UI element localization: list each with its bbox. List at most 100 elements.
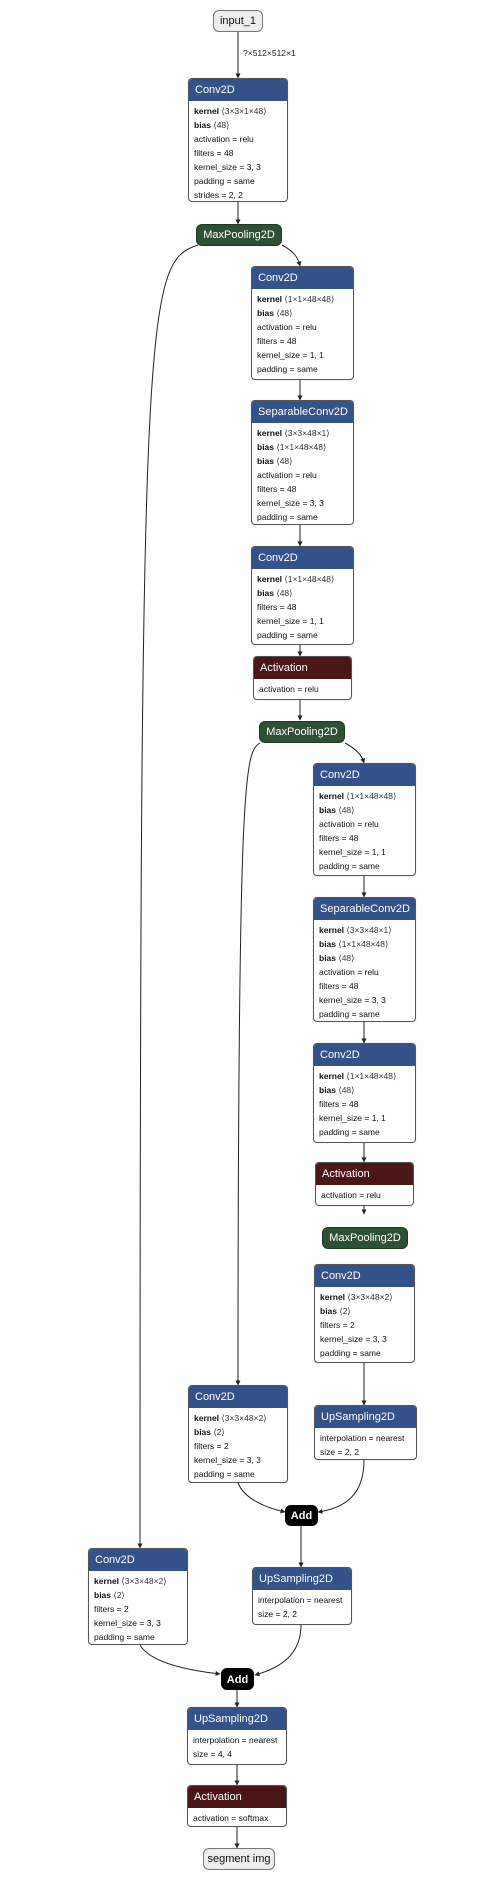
attr-key: activation xyxy=(193,1813,229,1823)
pool-label: MaxPooling2D xyxy=(329,1232,401,1244)
conv2d-node[interactable]: Conv2D kernel ⟨1×1×48×48⟩ bias ⟨48⟩ acti… xyxy=(251,266,354,380)
attr-key: kernel xyxy=(194,1413,220,1423)
conv2d-node[interactable]: Conv2D kernel ⟨3×3×48×2⟩ bias ⟨2⟩ filter… xyxy=(314,1264,415,1363)
attr-key: padding xyxy=(320,1348,351,1358)
maxpooling2d-node[interactable]: MaxPooling2D xyxy=(259,721,345,743)
activation-node[interactable]: Activation activation = softmax xyxy=(187,1785,287,1827)
attr-key: filters xyxy=(257,336,278,346)
attr-row: kernel ⟨3×3×48×1⟩ xyxy=(257,426,348,440)
attr-row: kernel ⟨1×1×48×48⟩ xyxy=(319,1069,410,1083)
attr-key: filters xyxy=(320,1320,341,1330)
attr-key: padding xyxy=(319,1127,350,1137)
node-attributes: kernel ⟨3×3×1×48⟩ bias ⟨48⟩ activation =… xyxy=(189,101,287,201)
node-attributes: kernel ⟨3×3×48×2⟩ bias ⟨2⟩ filters = 2 k… xyxy=(315,1287,414,1362)
attr-row: kernel_size = 3, 3 xyxy=(257,498,324,508)
activation-node[interactable]: Activation activation = relu xyxy=(253,656,352,700)
attr-key: bias xyxy=(194,120,212,130)
attr-key: activation xyxy=(257,470,293,480)
attr-key: padding xyxy=(194,1469,225,1479)
attr-row: size = 4, 4 xyxy=(193,1749,232,1759)
separableconv2d-node[interactable]: SeparableConv2D kernel ⟨3×3×48×1⟩ bias ⟨… xyxy=(313,897,416,1022)
input-label: input_1 xyxy=(219,15,257,27)
attr-value: 1, 1 xyxy=(371,847,386,857)
attr-row: kernel_size = 3, 3 xyxy=(194,162,261,172)
attr-key: size xyxy=(320,1447,336,1457)
attr-key: kernel_size xyxy=(319,995,362,1005)
conv2d-node[interactable]: Conv2D kernel ⟨3×3×48×2⟩ bias ⟨2⟩ filter… xyxy=(188,1385,288,1483)
attr-value: relu xyxy=(304,684,319,694)
node-attributes: kernel ⟨3×3×48×1⟩ bias ⟨1×1×48×48⟩ bias … xyxy=(314,920,415,1021)
attr-row: activation = softmax xyxy=(193,1813,269,1823)
node-title: UpSampling2D xyxy=(188,1708,286,1730)
attr-key: filters xyxy=(94,1604,115,1614)
node-attributes: kernel ⟨1×1×48×48⟩ bias ⟨48⟩ activation … xyxy=(314,786,415,875)
attr-key: kernel xyxy=(319,791,345,801)
upsampling2d-node[interactable]: UpSampling2D interpolation = nearest siz… xyxy=(252,1567,352,1625)
attr-key: bias xyxy=(319,939,337,949)
attr-value: 1, 1 xyxy=(309,350,324,360)
conv2d-node[interactable]: Conv2D kernel ⟨3×3×48×2⟩ bias ⟨2⟩ filter… xyxy=(88,1548,188,1645)
attr-row: padding = same xyxy=(94,1632,155,1642)
node-title: Conv2D xyxy=(189,79,287,101)
attr-row: bias ⟨48⟩ xyxy=(319,951,410,965)
attr-key: size xyxy=(193,1749,209,1759)
attr-value: relu xyxy=(364,819,379,829)
attr-row: kernel ⟨3×3×48×2⟩ xyxy=(94,1574,182,1588)
attr-value: ⟨3×3×1×48⟩ xyxy=(221,106,267,116)
node-title: SeparableConv2D xyxy=(252,401,353,423)
attr-row: filters = 2 xyxy=(94,1604,129,1614)
attr-value: 2, 2 xyxy=(344,1447,359,1457)
attr-value: 2, 2 xyxy=(282,1609,297,1619)
attr-key: filters xyxy=(194,1441,215,1451)
conv2d-node[interactable]: Conv2D kernel ⟨3×3×1×48⟩ bias ⟨48⟩ activ… xyxy=(188,78,288,202)
output-node[interactable]: segment img xyxy=(203,1848,275,1870)
attr-value: ⟨48⟩ xyxy=(276,308,293,318)
edge xyxy=(237,1482,286,1514)
add-node[interactable]: Add xyxy=(285,1505,318,1526)
attr-row: interpolation = nearest xyxy=(258,1595,343,1605)
attr-row: bias ⟨2⟩ xyxy=(320,1304,409,1318)
attr-value: ⟨1×1×48×48⟩ xyxy=(338,939,389,949)
attr-key: kernel xyxy=(319,1071,345,1081)
attr-row: kernel_size = 3, 3 xyxy=(94,1618,161,1628)
attr-key: kernel xyxy=(94,1576,120,1586)
upsampling2d-node[interactable]: UpSampling2D interpolation = nearest siz… xyxy=(187,1707,287,1765)
attr-key: activation xyxy=(194,134,230,144)
attr-key: kernel_size xyxy=(257,498,300,508)
input-node[interactable]: input_1 xyxy=(213,10,263,32)
separableconv2d-node[interactable]: SeparableConv2D kernel ⟨3×3×48×1⟩ bias ⟨… xyxy=(251,400,354,525)
attr-row: interpolation = nearest xyxy=(320,1433,405,1443)
node-attributes: kernel ⟨1×1×48×48⟩ bias ⟨48⟩ filters = 4… xyxy=(252,569,353,644)
attr-key: bias xyxy=(257,456,275,466)
attr-value: nearest xyxy=(249,1735,278,1745)
maxpooling2d-node[interactable]: MaxPooling2D xyxy=(322,1227,408,1249)
add-node[interactable]: Add xyxy=(221,1668,254,1690)
node-title: Conv2D xyxy=(314,1044,415,1066)
attr-key: kernel xyxy=(257,294,283,304)
attr-row: strides = 2, 2 xyxy=(194,190,243,200)
conv2d-node[interactable]: Conv2D kernel ⟨1×1×48×48⟩ bias ⟨48⟩ filt… xyxy=(251,546,354,645)
attr-value: 48 xyxy=(287,602,297,612)
attr-key: strides xyxy=(194,190,220,200)
attr-key: bias xyxy=(257,308,275,318)
attr-value: 2 xyxy=(124,1604,129,1614)
attr-row: bias ⟨48⟩ xyxy=(257,586,348,600)
attr-row: kernel_size = 3, 3 xyxy=(319,995,386,1005)
attr-key: bias xyxy=(257,588,275,598)
conv2d-node[interactable]: Conv2D kernel ⟨1×1×48×48⟩ bias ⟨48⟩ filt… xyxy=(313,1043,416,1143)
edge xyxy=(254,1624,302,1677)
upsampling2d-node[interactable]: UpSampling2D interpolation = nearest siz… xyxy=(314,1405,417,1460)
attr-key: kernel xyxy=(257,574,283,584)
attr-key: padding xyxy=(194,176,225,186)
attr-value: relu xyxy=(364,967,379,977)
activation-node[interactable]: Activation activation = relu xyxy=(315,1162,414,1206)
attr-value: relu xyxy=(239,134,254,144)
attr-row: bias ⟨2⟩ xyxy=(194,1425,282,1439)
attr-value: 48 xyxy=(349,833,359,843)
conv2d-node[interactable]: Conv2D kernel ⟨1×1×48×48⟩ bias ⟨48⟩ acti… xyxy=(313,763,416,876)
attr-value: ⟨48⟩ xyxy=(338,805,355,815)
attr-key: bias xyxy=(194,1427,212,1437)
node-attributes: activation = softmax xyxy=(188,1808,286,1826)
maxpooling2d-node[interactable]: MaxPooling2D xyxy=(196,224,282,246)
node-title: Conv2D xyxy=(89,1549,187,1571)
